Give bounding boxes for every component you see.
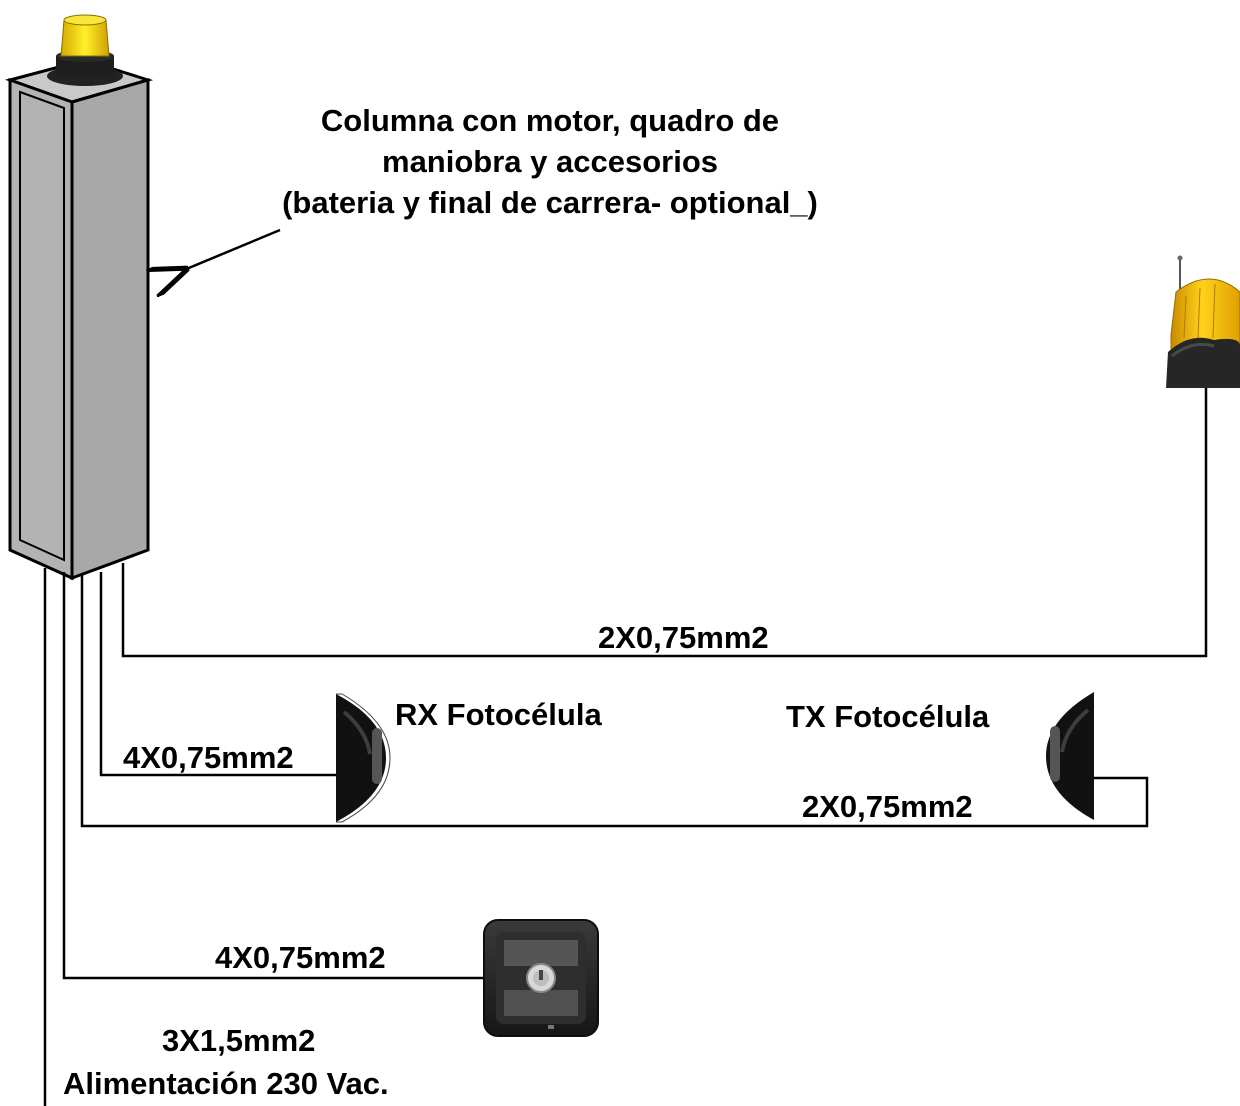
wire-key-switch: [62, 572, 490, 980]
key-switch-cable-label: 4X0,75mm2: [215, 940, 386, 975]
tx-photocell: [1046, 692, 1094, 820]
flashing-lamp: [1166, 255, 1240, 388]
column-description-line-1: Columna con motor, quadro de: [320, 103, 780, 138]
tx-photocell-label: TX Fotocélula: [786, 699, 990, 734]
wire-rx-photocell: [99, 572, 340, 777]
wire-lamp: [121, 386, 1208, 658]
wires: [43, 386, 1208, 1106]
column-description-line-2: maniobra y accesorios: [382, 144, 718, 179]
key-switch: [483, 919, 599, 1037]
rx-photocell: [336, 693, 391, 823]
column-beacon: [47, 14, 123, 86]
power-cable-label: 3X1,5mm2: [162, 1023, 316, 1058]
motor-column: [4, 14, 154, 581]
column-description-line-3: (bateria y final de carrera- optional_): [282, 185, 818, 220]
lamp-cable-label: 2X0,75mm2: [598, 620, 769, 655]
column-arrow: [184, 228, 281, 270]
column-description: Columna con motor, quadro de maniobra y …: [180, 100, 920, 223]
wire-tx-photocell: [80, 575, 1149, 828]
tx-photocell-cable-label: 2X0,75mm2: [802, 789, 973, 824]
rx-photocell-label: RX Fotocélula: [395, 697, 602, 732]
power-supply-label: Alimentación 230 Vac.: [63, 1066, 389, 1101]
rx-photocell-cable-label: 4X0,75mm2: [123, 740, 294, 775]
